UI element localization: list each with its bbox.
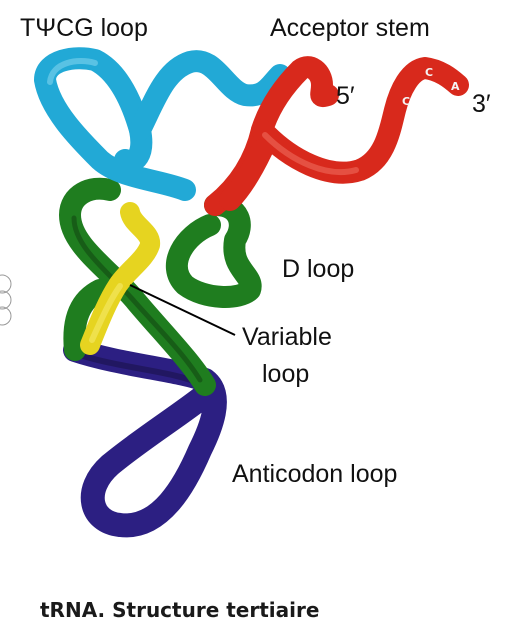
anticodon-loop-label: Anticodon loop [232,460,397,488]
figure-caption: tRNA. Structure tertiaire [40,598,319,622]
nucleotide-c2: C [425,66,433,79]
nucleotide-c1: C [402,95,410,108]
d-loop-label: D loop [282,255,354,283]
variable-loop-label-line1: Variable [242,323,332,351]
acceptor-stem-label: Acceptor stem [270,14,430,42]
nucleotide-a: A [451,80,460,93]
three-prime-label: 3′ [472,90,491,118]
five-prime-label: 5′ [336,82,355,110]
variable-loop-label-line2: loop [262,360,309,388]
tpsi-loop-label: TΨCG loop [20,14,148,42]
edge-fragment-icon [0,275,11,325]
